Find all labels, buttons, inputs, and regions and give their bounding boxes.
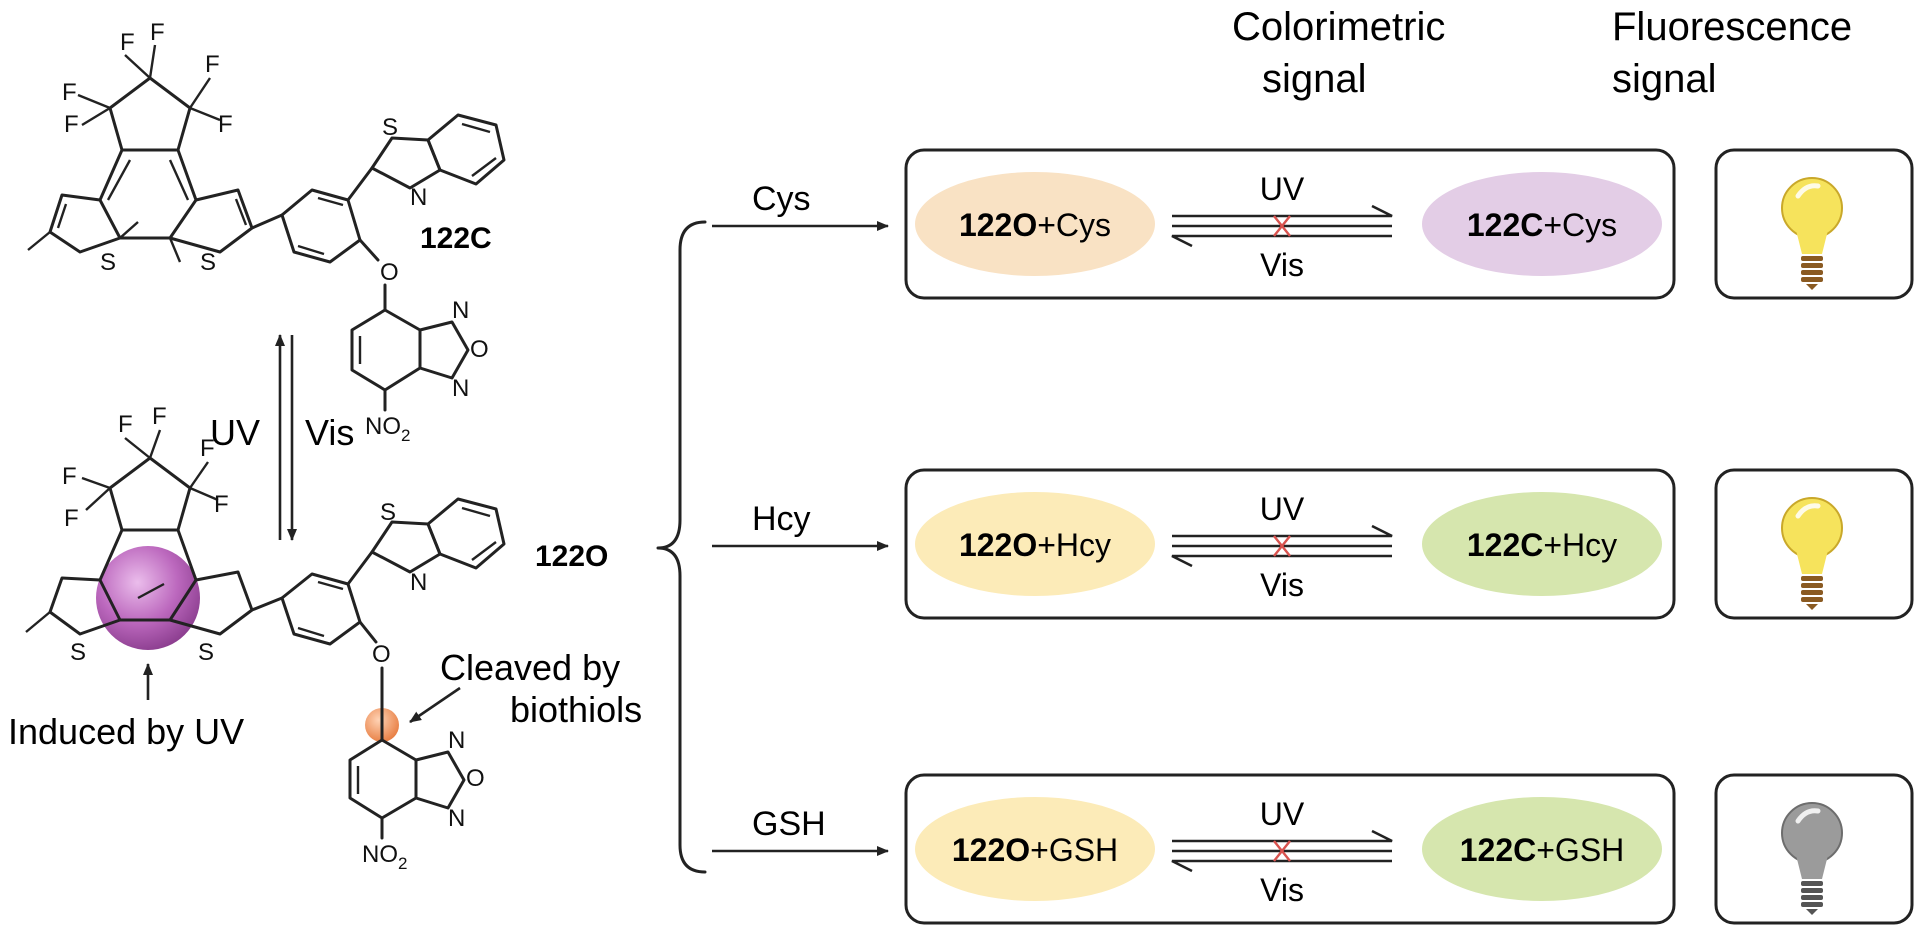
nitrogen-label: N: [452, 375, 469, 402]
forward-uv-arrow: [1172, 204, 1393, 218]
cleaved-by-label: Cleaved by: [440, 647, 620, 688]
nitro-group: NO2: [365, 413, 410, 445]
induced-by-uv-label: Induced by UV: [8, 711, 244, 752]
blocked-cross-icon: [1273, 840, 1291, 862]
oxygen-label: O: [380, 259, 399, 286]
sulfur-label: S: [70, 639, 86, 666]
sulfur-label: S: [200, 249, 216, 276]
nitrogen-label: N: [410, 569, 427, 596]
nitrogen-label: N: [410, 184, 427, 211]
reactant-label: 122O+Cys: [959, 207, 1111, 243]
analyte-label: GSH: [752, 805, 826, 843]
reverse-vis-arrow: [1171, 234, 1392, 248]
molecule-122o: F F F F F F S S S N O N O: [25, 403, 506, 873]
compound-122c-label: 122C: [420, 222, 492, 255]
nitrogen-label: N: [452, 297, 469, 324]
fluorine-label: F: [118, 411, 133, 438]
oxygen-label: O: [372, 641, 391, 668]
fluorine-label: F: [214, 491, 229, 518]
compound-122o-label: 122O: [535, 540, 608, 573]
lightbulb-on-icon: [1781, 497, 1843, 610]
lightbulb-on-icon: [1781, 177, 1843, 290]
forward-uv-arrow: [1172, 829, 1393, 843]
product-label: 122C+Cys: [1467, 207, 1617, 243]
fluorine-label: F: [152, 403, 167, 430]
molecule-122c: F F F F F F S S S N: [27, 19, 506, 445]
nitro-group: NO2: [362, 841, 407, 873]
uv-label: UV: [210, 412, 260, 453]
vis-label: Vis: [1260, 567, 1304, 603]
fluorine-label: F: [64, 111, 79, 138]
reactant-label: 122O+Hcy: [959, 527, 1111, 563]
reaction-row-cys: Cys 122O+Cys 122C+Cys UV Vis: [712, 148, 1914, 300]
sulfur-label: S: [198, 639, 214, 666]
product-label: 122C+Hcy: [1467, 527, 1617, 563]
forward-uv-arrow: [1172, 524, 1393, 538]
sulfur-label: S: [380, 499, 396, 526]
nitrogen-label: N: [448, 805, 465, 832]
reaction-row-gsh: GSH 122O+GSH 122C+GSH UV Vis: [712, 773, 1914, 925]
product-label: 122C+GSH: [1460, 832, 1625, 868]
analyte-label: Cys: [752, 180, 811, 218]
fluorine-label: F: [62, 79, 77, 106]
reactant-ellipse: [915, 797, 1155, 901]
product-ellipse: [1422, 172, 1662, 276]
analyte-label: Hcy: [752, 500, 811, 538]
reactant-ellipse: [915, 492, 1155, 596]
branch-brace: [656, 220, 707, 874]
photoswitch-equilibrium: UV Vis: [210, 334, 354, 541]
annotation-induced-by-uv: Induced by UV: [8, 663, 244, 752]
uv-label: UV: [1260, 491, 1305, 527]
nitrogen-label: N: [448, 727, 465, 754]
product-ellipse: [1422, 492, 1662, 596]
vis-label: Vis: [1260, 872, 1304, 908]
reaction-row-hcy: Hcy 122O+Hcy 122C+Hcy UV Vis: [712, 468, 1914, 620]
biothiols-label: biothiols: [510, 689, 642, 730]
reactant-label: 122O+GSH: [952, 832, 1118, 868]
reverse-vis-arrow: [1171, 859, 1392, 873]
fluorine-label: F: [150, 19, 165, 46]
vis-label: Vis: [1260, 247, 1304, 283]
fluorine-label: F: [120, 29, 135, 56]
blocked-cross-icon: [1273, 215, 1291, 237]
reactant-ellipse: [915, 172, 1155, 276]
lightbulb-off-icon: [1781, 802, 1843, 915]
fluorine-label: F: [205, 51, 220, 78]
sulfur-label: S: [382, 114, 398, 141]
sulfur-label: S: [100, 249, 116, 276]
oxygen-label: O: [470, 336, 489, 363]
uv-label: UV: [1260, 796, 1305, 832]
uv-label: UV: [1260, 171, 1305, 207]
fluorine-label: F: [62, 463, 77, 490]
product-ellipse: [1422, 797, 1662, 901]
fluorine-label: F: [64, 505, 79, 532]
annotation-cleaved-by-biothiols: Cleaved by biothiols: [409, 647, 642, 730]
colorimetric-header-line2: signal: [1262, 57, 1367, 101]
fluorescence-header-line2: signal: [1612, 57, 1717, 101]
blocked-cross-icon: [1273, 535, 1291, 557]
uv-induced-ring-highlight: [96, 546, 200, 650]
oxygen-label: O: [466, 765, 485, 792]
fluorescence-header-line1: Fluorescence: [1612, 5, 1852, 49]
reverse-vis-arrow: [1171, 554, 1392, 568]
fluorine-label: F: [218, 111, 233, 138]
vis-label: Vis: [305, 412, 354, 453]
fluorine-label: F: [200, 435, 215, 462]
colorimetric-header-line1: Colorimetric: [1232, 5, 1445, 49]
